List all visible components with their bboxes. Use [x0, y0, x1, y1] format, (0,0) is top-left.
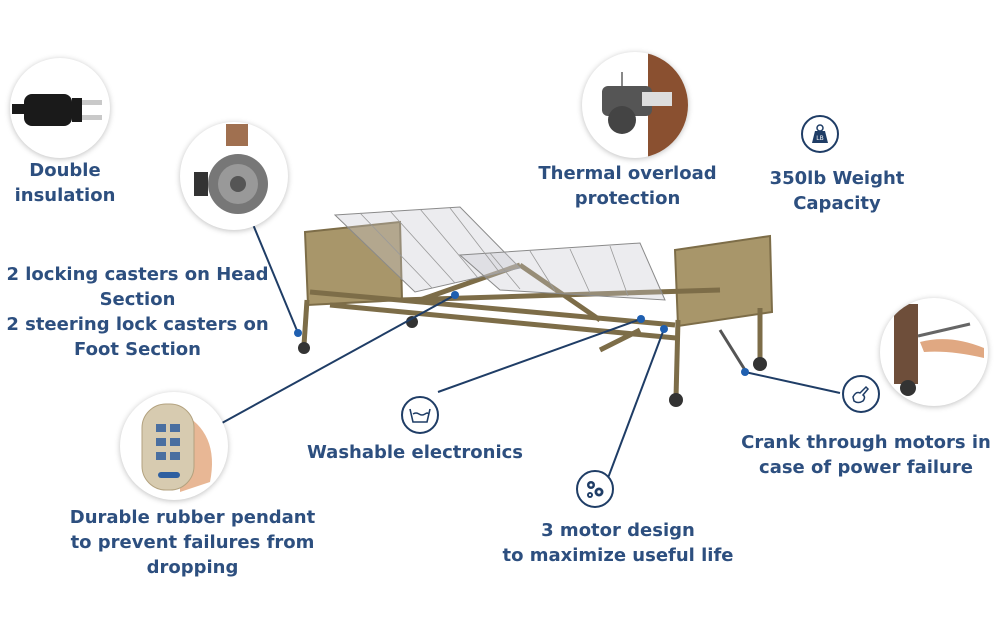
svg-text:LB: LB — [816, 135, 823, 142]
crank-hand-icon — [842, 375, 880, 413]
plug-icon — [12, 94, 102, 126]
casters-label: 2 locking casters on Head Section 2 stee… — [6, 264, 269, 360]
weight-icon: LB — [801, 115, 839, 153]
thermal-label: Thermal overload protection — [538, 163, 717, 209]
crank-photo — [880, 298, 988, 406]
crank-label: Crank through motors in case of power fa… — [741, 432, 991, 478]
motor-photo — [582, 52, 688, 158]
gears-icon — [576, 470, 614, 508]
motor-design-label: 3 motor design to maximize useful life — [502, 520, 734, 566]
caster-photo — [180, 122, 288, 230]
weight-label: 350lb Weight Capacity — [769, 168, 905, 214]
washable-label: Washable electronics — [306, 442, 524, 463]
pendant-photo — [120, 392, 228, 500]
plug-photo — [10, 58, 110, 158]
wash-icon — [401, 396, 439, 434]
crank-handle-icon — [894, 304, 984, 396]
pendant-icon — [141, 403, 212, 492]
double-insulation-label: Double insulation — [14, 160, 116, 206]
caster-wheel-icon — [194, 124, 268, 214]
pendant-label: Durable rubber pendant to prevent failur… — [69, 507, 316, 578]
motor-icon — [602, 52, 688, 158]
